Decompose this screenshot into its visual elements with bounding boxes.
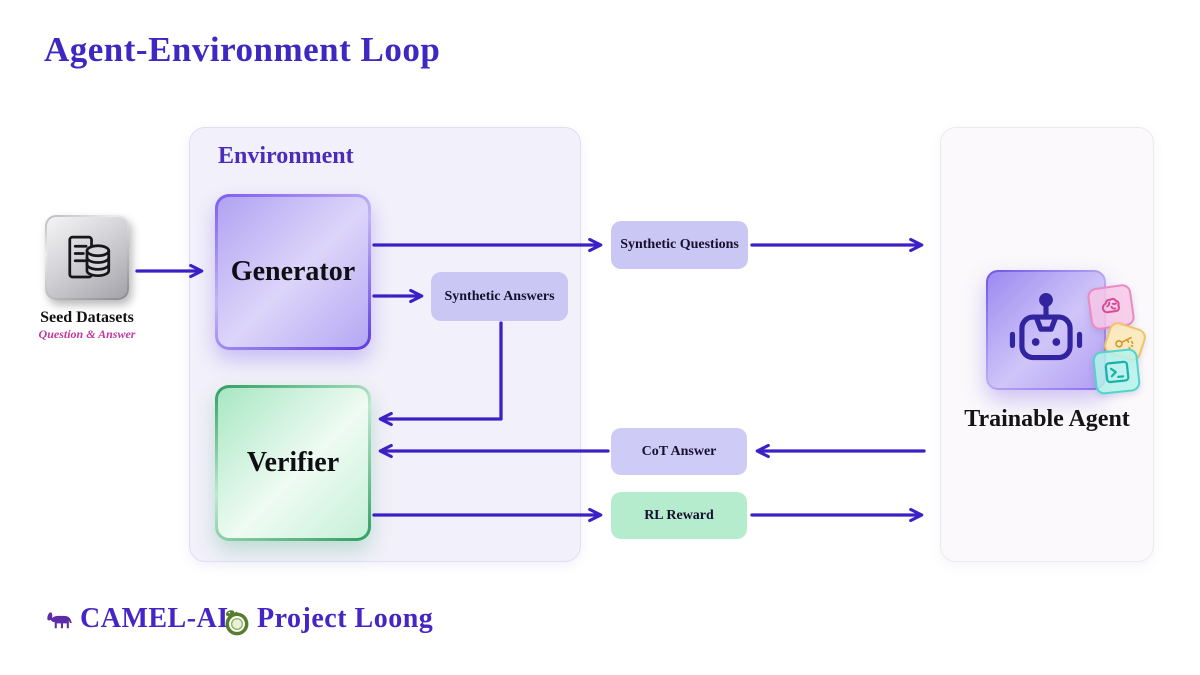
page-title: Agent-Environment Loop bbox=[44, 30, 441, 69]
trainable-agent-label: Trainable Agent bbox=[964, 406, 1130, 432]
terminal-icon bbox=[1091, 347, 1142, 396]
rl-reward-badge: RL Reward bbox=[611, 492, 747, 539]
synthetic-questions-badge: Synthetic Questions bbox=[611, 221, 748, 269]
generator-node: Generator bbox=[215, 194, 371, 350]
generator-label: Generator bbox=[230, 256, 356, 287]
document-database-icon bbox=[47, 217, 127, 298]
seed-datasets-sublabel: Question & Answer bbox=[38, 327, 136, 341]
environment-label: Environment bbox=[218, 143, 354, 169]
seed-datasets-label: Seed Datasets bbox=[40, 309, 134, 326]
dragon-icon bbox=[221, 607, 252, 643]
verifier-node: Verifier bbox=[215, 385, 371, 541]
cot-answer-badge: CoT Answer bbox=[611, 428, 747, 475]
brain-icon bbox=[1086, 283, 1136, 331]
synthetic-answers-badge: Synthetic Answers bbox=[431, 272, 568, 321]
verifier-label: Verifier bbox=[246, 447, 340, 478]
robot-icon bbox=[988, 272, 1104, 388]
trainable-agent-node bbox=[986, 270, 1106, 390]
project-loong-logo-label: Project Loong bbox=[257, 603, 434, 634]
seed-datasets-card bbox=[45, 215, 129, 300]
camel-ai-logo-label: CAMEL-AI bbox=[80, 603, 229, 634]
key-icon bbox=[1101, 319, 1149, 364]
camel-icon bbox=[44, 606, 77, 642]
